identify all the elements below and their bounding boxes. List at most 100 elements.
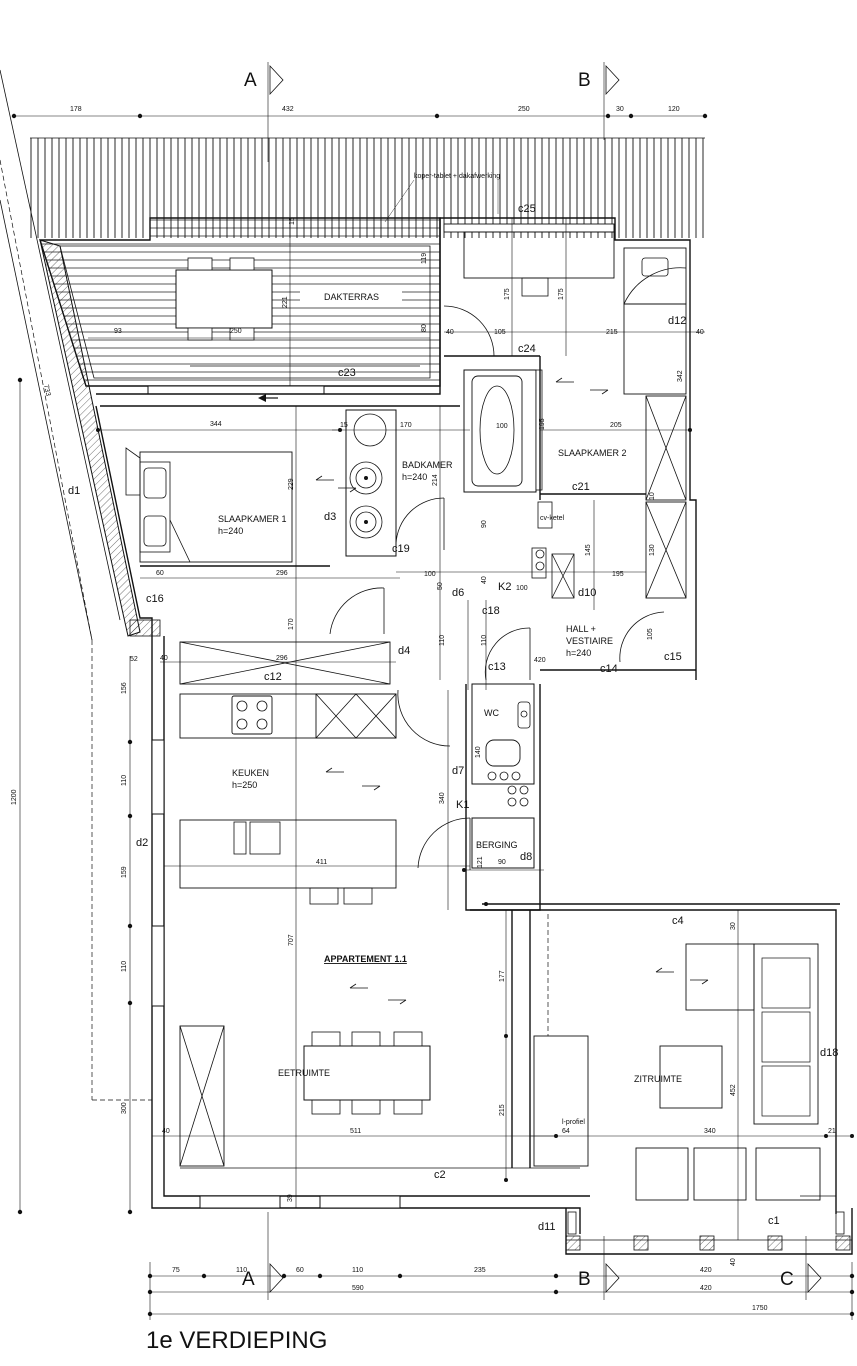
dim-296-b: 296	[276, 655, 288, 662]
dim-110-a: 110	[121, 775, 128, 786]
tag-d11: d11	[538, 1221, 556, 1233]
room-label-hall: HALL +	[566, 624, 596, 634]
site-boundary: 733 d1	[0, 69, 121, 641]
tag-k1: K1	[456, 799, 469, 811]
apartment-label: APPARTEMENT 1.1	[324, 954, 407, 964]
room-label-slaapkamer-1: SLAAPKAMER 1	[218, 514, 287, 524]
room-label-keuken: KEUKEN	[232, 768, 269, 778]
room-label-wc: WC	[484, 708, 499, 718]
tag-c14: c14	[600, 663, 618, 675]
tag-c25: c25	[518, 203, 536, 215]
section-marker-a-bottom: A	[242, 1212, 284, 1300]
dim-93: 93	[114, 328, 122, 335]
room-label-badkamer: BADKAMER	[402, 460, 453, 470]
dim-105-b: 105	[647, 628, 654, 640]
dim-121: 121	[477, 856, 484, 868]
dim-40-c: 40	[481, 576, 488, 584]
dim-110-bottom-b: 110	[352, 1267, 363, 1274]
dim-342: 342	[677, 370, 684, 382]
dim-340-a: 340	[439, 792, 446, 804]
dim-590: 590	[352, 1285, 364, 1292]
dim-452: 452	[730, 1084, 737, 1096]
bottom-dimension-lines: 75 110 60 110 235 420 590 420 1750	[147, 1262, 855, 1320]
dim-420: 420	[534, 657, 546, 664]
dim-40-b: 40	[696, 329, 704, 336]
room-height-keuken: h=250	[232, 780, 257, 790]
dim-119: 119	[421, 253, 428, 264]
dim-235: 235	[474, 1267, 486, 1274]
roof-note: koper-tablet + dakafwerking	[414, 173, 500, 180]
dim-1200: 1200	[11, 789, 18, 805]
upper-right-zone: c25 40 105 215 40 175 175 c24 342 d12 20…	[443, 203, 705, 599]
dim-420-bottom-b: 420	[700, 1285, 712, 1292]
dim-195-b: 195	[612, 571, 624, 578]
dim-145: 145	[585, 544, 592, 556]
dim-110-b: 110	[121, 961, 128, 972]
tag-c12: c12	[264, 671, 282, 683]
dim-120: 120	[668, 106, 680, 113]
dim-15-a: 15	[289, 217, 296, 225]
tag-d18: d18	[820, 1047, 838, 1059]
dim-340-b: 340	[704, 1128, 716, 1135]
dim-10: 10	[649, 492, 656, 500]
dim-229: 229	[288, 478, 295, 490]
room-label-berging: BERGING	[476, 840, 518, 850]
floor-title: 1e VERDIEPING	[146, 1327, 328, 1354]
dim-15-b: 15	[340, 422, 348, 429]
living-area: APPARTEMENT 1.1 707 EETRUIMTE 40 511 39 …	[152, 910, 589, 1202]
dim-39: 39	[287, 1194, 294, 1202]
bathroom: BADKAMER h=240 d3 15 170 214 c19 100 195	[315, 369, 546, 680]
dim-344: 344	[210, 421, 222, 428]
tag-c19: c19	[392, 543, 410, 555]
dim-30: 30	[616, 106, 624, 113]
room-label-eetruimte: EETRUIMTE	[278, 1068, 330, 1078]
dim-40-f: 40	[730, 1258, 737, 1266]
kitchen: KEUKEN h=250 411 340 d7	[164, 689, 470, 910]
dim-50: 50	[437, 582, 444, 590]
dim-411: 411	[316, 859, 327, 866]
dim-21: 21	[828, 1128, 836, 1135]
dim-30-b: 30	[730, 922, 737, 930]
dim-511: 511	[350, 1128, 361, 1135]
section-marker-b-top: B	[578, 62, 620, 140]
section-letter: C	[780, 1269, 794, 1290]
dim-178: 178	[70, 106, 82, 113]
dim-195-a: 195	[539, 418, 546, 430]
tag-c18: c18	[482, 605, 500, 617]
section-marker-b-bottom: B	[578, 1236, 620, 1300]
tag-c13: c13	[488, 661, 506, 673]
tag-c2: c2	[434, 1169, 446, 1181]
l-profiel-label: l-profiel	[562, 1119, 585, 1126]
dim-205: 205	[610, 422, 622, 429]
dim-175-a: 175	[504, 288, 511, 300]
dim-250: 250	[518, 106, 530, 113]
dim-40-e: 40	[162, 1128, 170, 1135]
tag-d10: d10	[578, 587, 596, 599]
room-label-zitruimte: ZITRUIMTE	[634, 1074, 682, 1084]
dim-75: 75	[172, 1267, 180, 1274]
dim-90-a: 90	[481, 520, 488, 528]
top-dimension-line: 178 432 250 30 120	[11, 106, 708, 119]
dim-420-bottom-a: 420	[700, 1267, 712, 1274]
tag-d4: d4	[398, 645, 410, 657]
tag-c23: c23	[338, 367, 356, 379]
left-dimension-lines: 1200 110 159 110 300 52 156 d2	[11, 377, 152, 1215]
dim-40-a: 40	[446, 329, 454, 336]
dim-296-a: 296	[276, 570, 288, 577]
dim-80: 80	[421, 324, 428, 332]
dim-1750: 1750	[752, 1305, 768, 1312]
dim-221: 221	[282, 296, 289, 308]
dim-250-terrace: 250	[230, 328, 242, 335]
section-letter: B	[578, 1269, 591, 1290]
hall-vestiaire: cv-ketel 145 100 195 50 40 100 K2 d6 d10…	[396, 500, 696, 690]
exterior-walls: c2	[39, 217, 697, 1234]
dim-100-bath: 100	[496, 423, 508, 430]
dim-177: 177	[499, 970, 506, 982]
dim-60: 60	[156, 570, 164, 577]
dim-432: 432	[282, 106, 294, 113]
tag-c1: c1	[768, 1215, 780, 1227]
dim-215-a: 215	[606, 329, 618, 336]
dim-105: 105	[494, 329, 506, 336]
tag-d7: d7	[452, 765, 464, 777]
dim-156: 156	[121, 682, 128, 694]
